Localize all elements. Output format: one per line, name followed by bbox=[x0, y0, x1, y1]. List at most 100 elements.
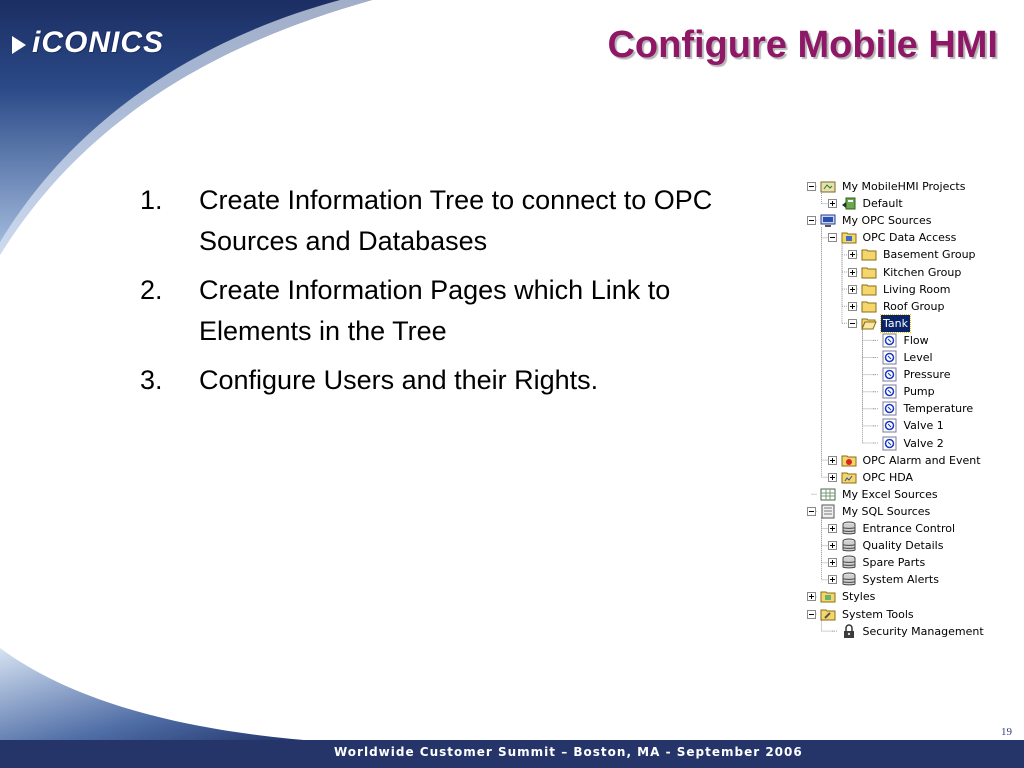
folder-icon bbox=[861, 282, 877, 297]
tree-node[interactable]: Pressure bbox=[803, 366, 1013, 383]
hda-folder-icon bbox=[841, 470, 857, 485]
expand-plus-icon[interactable] bbox=[827, 524, 837, 533]
tree-node[interactable]: Entrance Control bbox=[803, 520, 1013, 537]
tag-icon bbox=[882, 418, 898, 433]
tree-node-label[interactable]: My Excel Sources bbox=[842, 487, 938, 501]
tree-node-label[interactable]: Spare Parts bbox=[862, 556, 926, 570]
excel-sources-icon bbox=[820, 487, 836, 502]
expand-plus-icon[interactable] bbox=[827, 575, 837, 585]
step-item: 3.Configure Users and their Rights. bbox=[140, 360, 780, 401]
tree-node[interactable]: Roof Group bbox=[803, 298, 1013, 315]
tree-node[interactable]: Temperature bbox=[803, 400, 1013, 417]
step-item: 2.Create Information Pages which Link to… bbox=[140, 270, 780, 352]
collapse-minus-icon[interactable] bbox=[827, 233, 837, 243]
tree-node-label[interactable]: Pressure bbox=[903, 368, 951, 382]
tree-node[interactable]: OPC HDA bbox=[803, 469, 1013, 486]
tree-node[interactable]: Default bbox=[803, 195, 1013, 212]
footer-text: Worldwide Customer Summit – Boston, MA -… bbox=[334, 745, 803, 759]
tree-node-label[interactable]: OPC HDA bbox=[862, 470, 914, 484]
tree-node-label[interactable]: Tank bbox=[880, 313, 911, 333]
tree-node-label[interactable]: My OPC Sources bbox=[842, 214, 932, 228]
collapse-minus-icon[interactable] bbox=[807, 182, 816, 191]
tree-node[interactable]: Security Management bbox=[803, 623, 1013, 640]
tree-node[interactable]: My OPC Sources bbox=[803, 212, 1013, 229]
tree-node-label[interactable]: My MobileHMI Projects bbox=[842, 180, 966, 193]
database-icon bbox=[841, 555, 857, 570]
tree-node[interactable]: OPC Alarm and Event bbox=[803, 452, 1013, 469]
step-number: 1. bbox=[140, 185, 163, 215]
tree-node[interactable]: My SQL Sources bbox=[803, 503, 1013, 520]
tree-node[interactable]: Tank bbox=[803, 313, 1013, 333]
expand-plus-icon[interactable] bbox=[807, 592, 816, 602]
tree-node-label[interactable]: Pump bbox=[903, 385, 935, 399]
expand-plus-icon[interactable] bbox=[827, 455, 837, 465]
tree-node-label[interactable]: Entrance Control bbox=[862, 522, 956, 535]
tree-node-label[interactable]: Roof Group bbox=[883, 299, 945, 313]
tree-node-label[interactable]: OPC Alarm and Event bbox=[862, 453, 981, 467]
tree-node-label[interactable]: My SQL Sources bbox=[842, 504, 931, 518]
tree-node[interactable]: Valve 2 bbox=[803, 435, 1013, 452]
tree-node[interactable]: OPC Data Access bbox=[803, 229, 1013, 246]
tree-node-label[interactable]: Styles bbox=[842, 590, 876, 604]
step-item: 1. Create Information Tree to connect to … bbox=[140, 180, 780, 262]
tree-node[interactable]: Spare Parts bbox=[803, 554, 1013, 571]
tree-node-label[interactable]: Level bbox=[903, 351, 933, 364]
play-arrow-icon bbox=[12, 36, 26, 54]
folder-icon bbox=[861, 247, 877, 262]
collapse-minus-icon[interactable] bbox=[807, 506, 816, 516]
tree-node[interactable]: Living Room bbox=[803, 281, 1013, 298]
step-text: Configure Users and their Rights. bbox=[199, 365, 599, 395]
tree-node[interactable]: System Tools bbox=[803, 606, 1013, 623]
tree-node-label[interactable]: Default bbox=[862, 197, 903, 211]
alarm-folder-icon bbox=[841, 453, 857, 468]
tree-node[interactable]: Valve 1 bbox=[803, 417, 1013, 434]
step-text: Create Information Tree to connect to OP… bbox=[199, 185, 713, 256]
expand-plus-icon[interactable] bbox=[827, 541, 837, 551]
database-icon bbox=[841, 538, 857, 553]
tree-node[interactable]: My MobileHMI Projects bbox=[803, 178, 1013, 195]
collapse-minus-icon[interactable] bbox=[807, 609, 816, 619]
tree-node-label[interactable]: Valve 2 bbox=[903, 436, 944, 450]
tree-node[interactable]: Basement Group bbox=[803, 246, 1013, 263]
tag-icon bbox=[882, 401, 898, 416]
tree-node-label[interactable]: Living Room bbox=[883, 282, 951, 296]
tree-node[interactable]: My Excel Sources bbox=[803, 486, 1013, 503]
tree-node-label[interactable]: Flow bbox=[903, 333, 929, 347]
tree-node-label[interactable]: Valve 1 bbox=[903, 419, 944, 433]
tree-node[interactable]: Pump bbox=[803, 383, 1013, 400]
tree-node-label[interactable]: OPC Data Access bbox=[862, 231, 957, 245]
tree-node-label[interactable]: Kitchen Group bbox=[883, 265, 962, 279]
tree-node-label[interactable]: Temperature bbox=[903, 402, 974, 416]
tag-icon bbox=[882, 333, 898, 348]
tree-node[interactable]: Flow bbox=[803, 332, 1013, 349]
expand-plus-icon[interactable] bbox=[848, 301, 857, 311]
tree-node-label[interactable]: Quality Details bbox=[862, 539, 944, 553]
step-number: 2. bbox=[140, 275, 163, 305]
expand-plus-icon[interactable] bbox=[848, 250, 857, 260]
tree-node[interactable]: Styles bbox=[803, 588, 1013, 605]
expand-plus-icon[interactable] bbox=[848, 267, 857, 277]
steps-list: 1. Create Information Tree to connect to … bbox=[140, 180, 780, 409]
tag-icon bbox=[882, 367, 898, 382]
lock-icon bbox=[841, 623, 857, 639]
open-folder-icon bbox=[861, 316, 877, 331]
collapse-minus-icon[interactable] bbox=[848, 318, 857, 328]
expand-plus-icon[interactable] bbox=[827, 472, 837, 482]
collapse-minus-icon[interactable] bbox=[807, 216, 816, 226]
expand-plus-icon[interactable] bbox=[827, 558, 837, 568]
tree-node-label[interactable]: Security Management bbox=[862, 624, 984, 638]
expand-plus-icon[interactable] bbox=[827, 199, 837, 209]
tree-node-label[interactable]: Basement Group bbox=[883, 248, 976, 262]
tree-node-label[interactable]: System Tools bbox=[842, 607, 914, 621]
tree-node-label[interactable]: System Alerts bbox=[862, 573, 939, 587]
tree-node[interactable]: Kitchen Group bbox=[803, 264, 1013, 281]
styles-folder-icon bbox=[820, 589, 836, 604]
database-icon bbox=[841, 572, 857, 587]
tree-node[interactable]: System Alerts bbox=[803, 571, 1013, 588]
expand-plus-icon[interactable] bbox=[848, 284, 857, 294]
tree-node[interactable]: Quality Details bbox=[803, 537, 1013, 554]
sql-sources-icon bbox=[820, 504, 836, 519]
tree-node[interactable]: Level bbox=[803, 349, 1013, 366]
